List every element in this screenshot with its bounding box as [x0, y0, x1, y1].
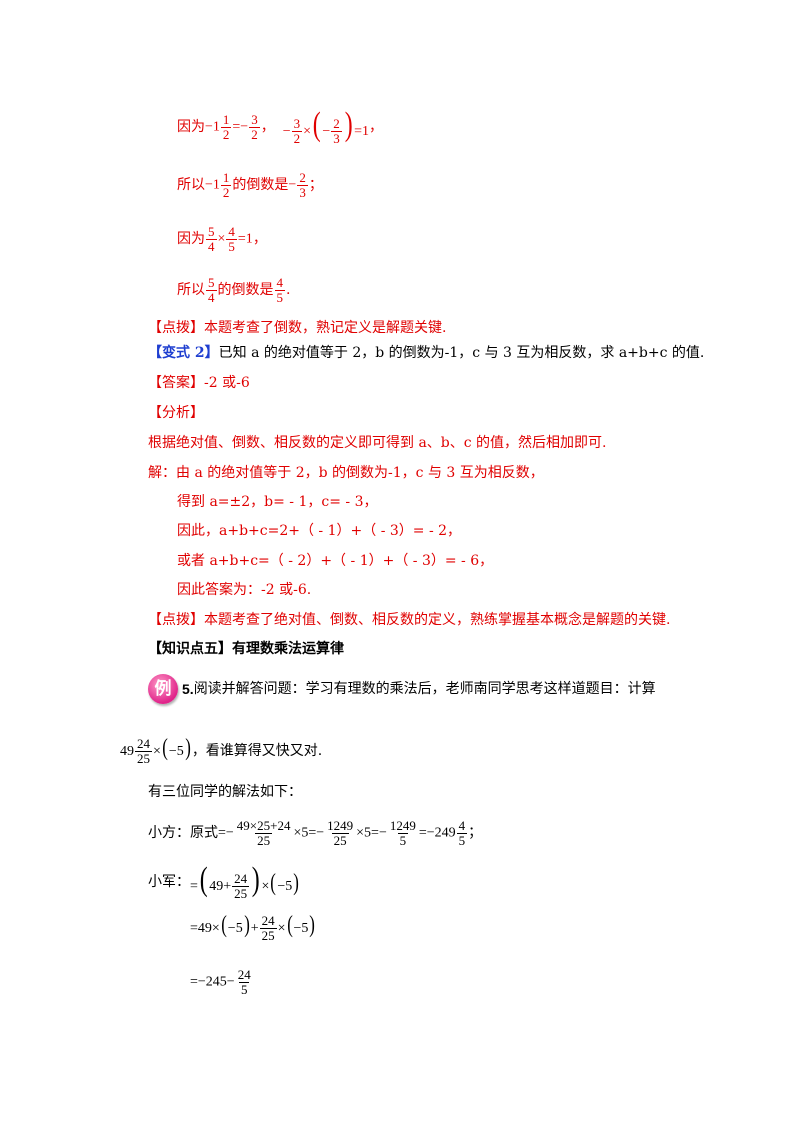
answer-line: 【答案】 -2 或-6 [148, 373, 250, 393]
example-number: 5. [182, 681, 194, 697]
answer-text: -2 或-6 [204, 375, 250, 391]
example-5: 例 5. 阅读并解答问题：学习有理数的乘法后，老师南同学思考这样道题目：计算 [148, 672, 656, 706]
xiaofang-label: 小方：原式 [148, 825, 218, 841]
line-end: . [286, 282, 291, 298]
conclusion-prefix: 所以 [177, 282, 205, 298]
answer-label: 【答案】 [148, 375, 204, 391]
example-text: 阅读并解答问题：学习有理数的乘法后，老师南同学思考这样道题目：计算 [193, 681, 656, 697]
solution-line-1: 解：由 a 的绝对值等于 2，b 的倒数为-1，c 与 3 互为相反数， [148, 463, 544, 483]
knowledge-point-heading: 【知识点五】有理数乘法运算律 [148, 639, 344, 659]
solution-text: 解：由 a 的绝对值等于 2，b 的倒数为-1，c 与 3 互为相反数， [148, 465, 544, 481]
reason-prefix: 因为 [177, 231, 205, 247]
conclusion-prefix: 所以 [177, 177, 205, 193]
tip-2: 【点拨】本题考查了绝对值、倒数、相反数的定义，熟练掌握基本概念是解题的关键. [148, 610, 670, 630]
solution-line-2: 得到 a=±2，b= - 1，c= - 3， [177, 492, 378, 512]
solution-line-5: 因此答案为：-2 或-6. [177, 580, 311, 600]
solution-text: 因此答案为：-2 或-6. [177, 582, 312, 598]
example-badge-icon: 例 [148, 674, 178, 704]
expression-suffix: ，看谁算得又快又对. [191, 743, 323, 759]
methods-intro-text: 有三位同学的解法如下： [148, 784, 302, 800]
tip-1: 【点拨】本题考查了倒数，熟记定义是解题关键. [148, 318, 446, 338]
line-end: ， [252, 231, 267, 247]
variant-label: 【变式 2】 [148, 345, 219, 361]
analysis-label-text: 【分析】 [148, 405, 204, 421]
reason-prefix: 因为 [177, 119, 205, 135]
analysis-body: 根据绝对值、倒数、相反数的定义即可得到 a、b、c 的值，然后相加即可. [148, 435, 607, 451]
tip-text: 【点拨】本题考查了倒数，熟记定义是解题关键. [148, 320, 447, 336]
solution-text: 得到 a=±2，b= - 1，c= - 3， [177, 494, 378, 510]
solution-text: 或者 a+b+c=（ - 2）+（ - 1）+（ - 3）= - 6， [177, 553, 494, 569]
variant-2: 【变式 2】 已知 a 的绝对值等于 2，b 的倒数为-1，c 与 3 互为相反… [148, 343, 704, 363]
tip-text: 【点拨】本题考查了绝对值、倒数、相反数的定义，熟练掌握基本概念是解题的关键. [148, 612, 671, 628]
analysis-label: 【分析】 [148, 403, 204, 423]
separator: ， [260, 119, 275, 135]
variant-text: 已知 a 的绝对值等于 2，b 的倒数为-1，c 与 3 互为相反数，求 a+b… [218, 345, 705, 361]
methods-intro: 有三位同学的解法如下： [148, 782, 302, 802]
solution-text: 因此，a+b+c=2+（ - 1）+（ - 3）= - 2， [177, 523, 462, 539]
solution-line-3: 因此，a+b+c=2+（ - 1）+（ - 3）= - 2， [177, 521, 461, 541]
line-end: ； [308, 177, 323, 193]
reciprocal-text: 的倒数是 [232, 177, 289, 193]
line-end: ， [368, 119, 383, 135]
reciprocal-text: 的倒数是 [217, 282, 274, 298]
xiaojun-label: 小军： [148, 874, 190, 890]
heading-text: 【知识点五】有理数乘法运算律 [148, 641, 344, 657]
solution-line-4: 或者 a+b+c=（ - 2）+（ - 1）+（ - 3）= - 6， [177, 551, 493, 571]
analysis-text: 根据绝对值、倒数、相反数的定义即可得到 a、b、c 的值，然后相加即可. [148, 433, 607, 453]
